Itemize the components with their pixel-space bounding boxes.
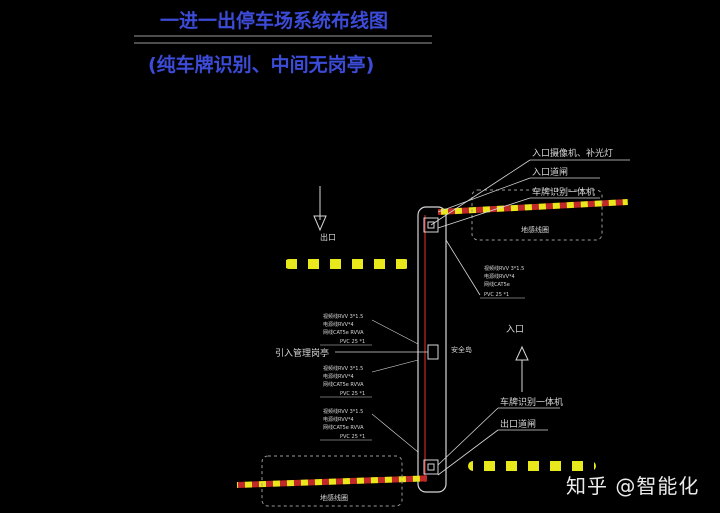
cable-mid-c-2: 网线CAT5e RVVA xyxy=(323,424,364,431)
exit-unit-inner xyxy=(427,463,435,471)
leader-exit-barrier xyxy=(437,429,499,476)
title-line-1: 一进一出停车场系统布线图 xyxy=(160,9,388,32)
title-line-2: (纯车牌识别、中间无岗亭) xyxy=(148,53,374,76)
cable-mid-a-3: PVC 25 *1 xyxy=(340,339,365,345)
cable-top-1: 电源线RVV*4 xyxy=(484,273,515,280)
cable-spec-mid-c: 视频线RVV 3*1.5 电源线RVV*4 网线CAT5e RVVA PVC 2… xyxy=(323,408,365,440)
cable-mid-c-1: 电源线RVV*4 xyxy=(323,416,354,423)
ground-loop-top-label: 地感线圈 xyxy=(521,225,549,234)
entrance-arrow-label: 入口 xyxy=(506,324,524,335)
entrance-arrow-head xyxy=(515,345,529,361)
exit-arrow-head xyxy=(313,215,327,232)
cable-mid-b-leader xyxy=(371,359,419,373)
cable-mid-c-leader xyxy=(371,413,419,453)
booth-junction-box xyxy=(427,344,439,360)
cable-mid-a-0: 视频线RVV 3*1.5 xyxy=(323,313,363,320)
cable-top-0: 视频线RVV 3*1.5 xyxy=(484,265,524,272)
label-entrance-camera: 入口摄像机、补光灯 xyxy=(532,147,613,159)
entrance-unit-inner xyxy=(427,221,435,229)
ground-loop-bottom-label: 地感线圈 xyxy=(320,493,348,502)
leader-plate-top xyxy=(437,197,531,229)
exit-barrier-arm xyxy=(236,475,427,488)
cable-mid-b-0: 视频线RVV 3*1.5 xyxy=(323,365,363,372)
lane-bar-exit xyxy=(284,259,410,269)
lane-bar-entrance xyxy=(468,461,596,471)
label-exit-barrier: 出口道闸 xyxy=(500,418,536,430)
label-plate-unit-bottom: 车牌识别一体机 xyxy=(500,396,563,408)
cable-mid-b-2: 网线CAT5e RVVA xyxy=(323,381,364,388)
leader-camera xyxy=(430,159,531,226)
cable-mid-a-2: 网线CAT5e RVVA xyxy=(323,329,364,336)
label-entrance-barrier: 入口道闸 xyxy=(532,166,568,178)
cable-mid-c-3: PVC 25 *1 xyxy=(340,434,365,440)
cable-top-3: PVC 25 *1 xyxy=(484,292,509,298)
cable-mid-a-leader xyxy=(371,319,419,345)
label-booth: 引入管理岗亭 xyxy=(275,347,329,359)
cable-top-2: 网线CAT5e xyxy=(484,281,510,288)
safety-island xyxy=(417,206,447,493)
entrance-barrier-arm xyxy=(437,199,628,215)
cable-mid-c-0: 视频线RVV 3*1.5 xyxy=(323,408,363,415)
island-label: 安全岛 xyxy=(451,345,472,354)
leader-cable-top xyxy=(445,239,481,296)
ground-loop-bottom xyxy=(261,455,403,507)
exit-unit-box xyxy=(423,459,439,475)
cable-spec-mid-a: 视频线RVV 3*1.5 电源线RVV*4 网线CAT5e RVVA PVC 2… xyxy=(323,313,365,345)
label-plate-unit-top: 车牌识别一体机 xyxy=(532,186,595,198)
zhihu-watermark: 知乎 @智能化 xyxy=(566,474,700,498)
cable-mid-a-1: 电源线RVV*4 xyxy=(323,321,354,328)
cable-mid-b-1: 电源线RVV*4 xyxy=(323,373,354,380)
entrance-unit-box xyxy=(423,217,439,233)
leader-barrier xyxy=(437,177,531,213)
leader-plate-bottom xyxy=(437,407,499,466)
exit-arrow-label: 出口 xyxy=(320,232,336,242)
cable-spec-top: 视频线RVV 3*1.5 电源线RVV*4 网线CAT5e PVC 25 *1 xyxy=(484,265,524,298)
cable-mid-b-3: PVC 25 *1 xyxy=(340,391,365,397)
cable-spec-mid-b: 视频线RVV 3*1.5 电源线RVV*4 网线CAT5e RVVA PVC 2… xyxy=(323,365,365,397)
ground-loop-top xyxy=(471,189,603,241)
